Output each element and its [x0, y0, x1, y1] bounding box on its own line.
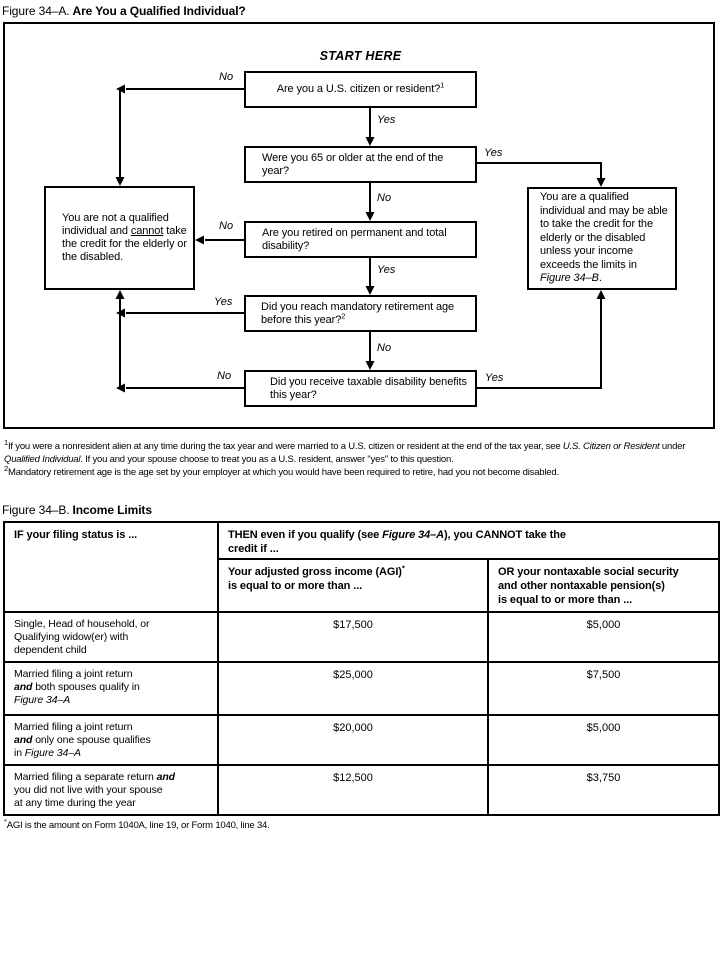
arrow-age65-yes	[477, 162, 606, 187]
arrow-mandatory-no	[365, 332, 375, 370]
label-yes-benefits: Yes	[485, 372, 504, 384]
flowchart-box-retired: Are you retired on permanent and total d…	[244, 221, 477, 258]
figure-a-footnote-1: 1If you were a nonresident alien at any …	[4, 437, 686, 465]
header-then-condition: THEN even if you qualify (see Figure 34–…	[217, 521, 720, 560]
label-yes-mandatory: Yes	[214, 296, 233, 308]
label-yes-age65: Yes	[484, 147, 503, 159]
table-row-single: Single, Head of household, or Qualifying…	[3, 611, 720, 663]
flowchart-box-mandatory-text: Did you reach mandatory retirement age b…	[261, 300, 455, 326]
cell-agi-value: $20,000	[217, 714, 489, 766]
cell-ss-value: $5,000	[487, 611, 720, 663]
figure-a-title-text: Are You a Qualified Individual?	[72, 4, 246, 18]
flowchart-box-not-qualified: You are not a qualified individual and c…	[44, 186, 195, 290]
flowchart-box-disability-benefits: Did you receive taxable disability benef…	[244, 370, 477, 407]
figure-a-title-prefix: Figure 34–A.	[2, 4, 70, 18]
table-header-row-2: Your adjusted gross income (AGI)* is equ…	[4, 558, 720, 613]
arrow-benefits-no	[116, 383, 244, 393]
figure-a-title: Figure 34–A.Are You a Qualified Individu…	[2, 4, 246, 18]
start-here-label: START HERE	[319, 49, 402, 63]
figure-a-footnotes: 1If you were a nonresident alien at any …	[4, 437, 717, 479]
flowchart-box-citizen: Are you a U.S. citizen or resident?1	[244, 71, 477, 108]
arrow-retired-no	[195, 235, 244, 245]
label-yes-citizen: Yes	[377, 114, 396, 126]
arrow-benefits-yes	[477, 290, 606, 389]
flowchart-box-mandatory-retirement: Did you reach mandatory retirement age b…	[244, 295, 477, 332]
header-social-security-limit: OR your nontaxable social security and o…	[487, 558, 720, 613]
flowchart-box-benefits-text: Did you receive taxable disability benef…	[270, 375, 467, 401]
header-filing-status: IF your filing status is ...	[3, 521, 219, 613]
cell-ss-value: $7,500	[487, 661, 720, 716]
cell-ss-value: $5,000	[487, 714, 720, 766]
flowchart-box-not-qualified-text: You are not a qualified individual and c…	[62, 212, 187, 263]
cell-agi-value: $12,500	[217, 764, 489, 816]
flowchart-box-qualified: You are a qualified individual and may b…	[527, 187, 677, 290]
arrow-age65-no	[365, 183, 375, 221]
label-yes-retired: Yes	[377, 264, 396, 276]
label-no-citizen: No	[219, 71, 234, 83]
arrow-left-column-up	[115, 290, 125, 388]
flowchart-box-retired-text: Are you retired on permanent and total d…	[262, 226, 447, 252]
cell-status: Married filing a separate return and you…	[3, 764, 219, 816]
cell-status: Single, Head of household, or Qualifying…	[3, 611, 219, 663]
flowchart-arrows	[115, 84, 606, 393]
income-limits-table: IF your filing status is ... THEN even i…	[3, 521, 720, 816]
label-no-benefits: No	[217, 370, 232, 382]
table-header-row-1: IF your filing status is ... THEN even i…	[3, 521, 720, 613]
arrow-citizen-yes	[365, 108, 375, 146]
flowchart-box-qualified-text: You are a qualified individual and may b…	[540, 191, 668, 285]
cell-agi-value: $25,000	[217, 661, 489, 716]
figure-b-title-text: Income Limits	[72, 503, 152, 517]
table-row-married-one-qualifies: Married filing a joint return and only o…	[3, 714, 720, 766]
flowchart-box-citizen-text: Are you a U.S. citizen or resident?1	[276, 80, 445, 95]
flowchart-canvas: START HERE Are you a U.S. citizen or res…	[5, 24, 713, 427]
cell-status: Married filing a joint return and both s…	[3, 661, 219, 716]
label-no-retired: No	[219, 220, 234, 232]
arrow-mandatory-yes	[116, 308, 244, 318]
figure-b-title: Figure 34–B.Income Limits	[2, 503, 152, 517]
label-no-mandatory: No	[377, 342, 392, 354]
arrow-retired-yes	[365, 258, 375, 295]
cell-status: Married filing a joint return and only o…	[3, 714, 219, 766]
table-row-married-separate: Married filing a separate return and you…	[3, 764, 720, 816]
table-row-married-both-qualify: Married filing a joint return and both s…	[3, 661, 720, 716]
header-agi-limit: Your adjusted gross income (AGI)* is equ…	[217, 558, 489, 613]
cell-ss-value: $3,750	[487, 764, 720, 816]
figure-b-footnote: *AGI is the amount on Form 1040A, line 1…	[4, 816, 270, 831]
flowchart-box-age65-text: Were you 65 or older at the end of the y…	[262, 151, 444, 177]
arrow-citizen-no	[115, 84, 244, 186]
label-no-age65: No	[377, 192, 392, 204]
figure-b-title-prefix: Figure 34–B.	[2, 503, 70, 517]
cell-agi-value: $17,500	[217, 611, 489, 663]
flowchart-box-age65: Were you 65 or older at the end of the y…	[244, 146, 477, 183]
figure-a-footnote-2: 2Mandatory retirement age is the age set…	[4, 463, 559, 478]
qualified-individual-flowchart: START HERE Are you a U.S. citizen or res…	[3, 22, 715, 429]
